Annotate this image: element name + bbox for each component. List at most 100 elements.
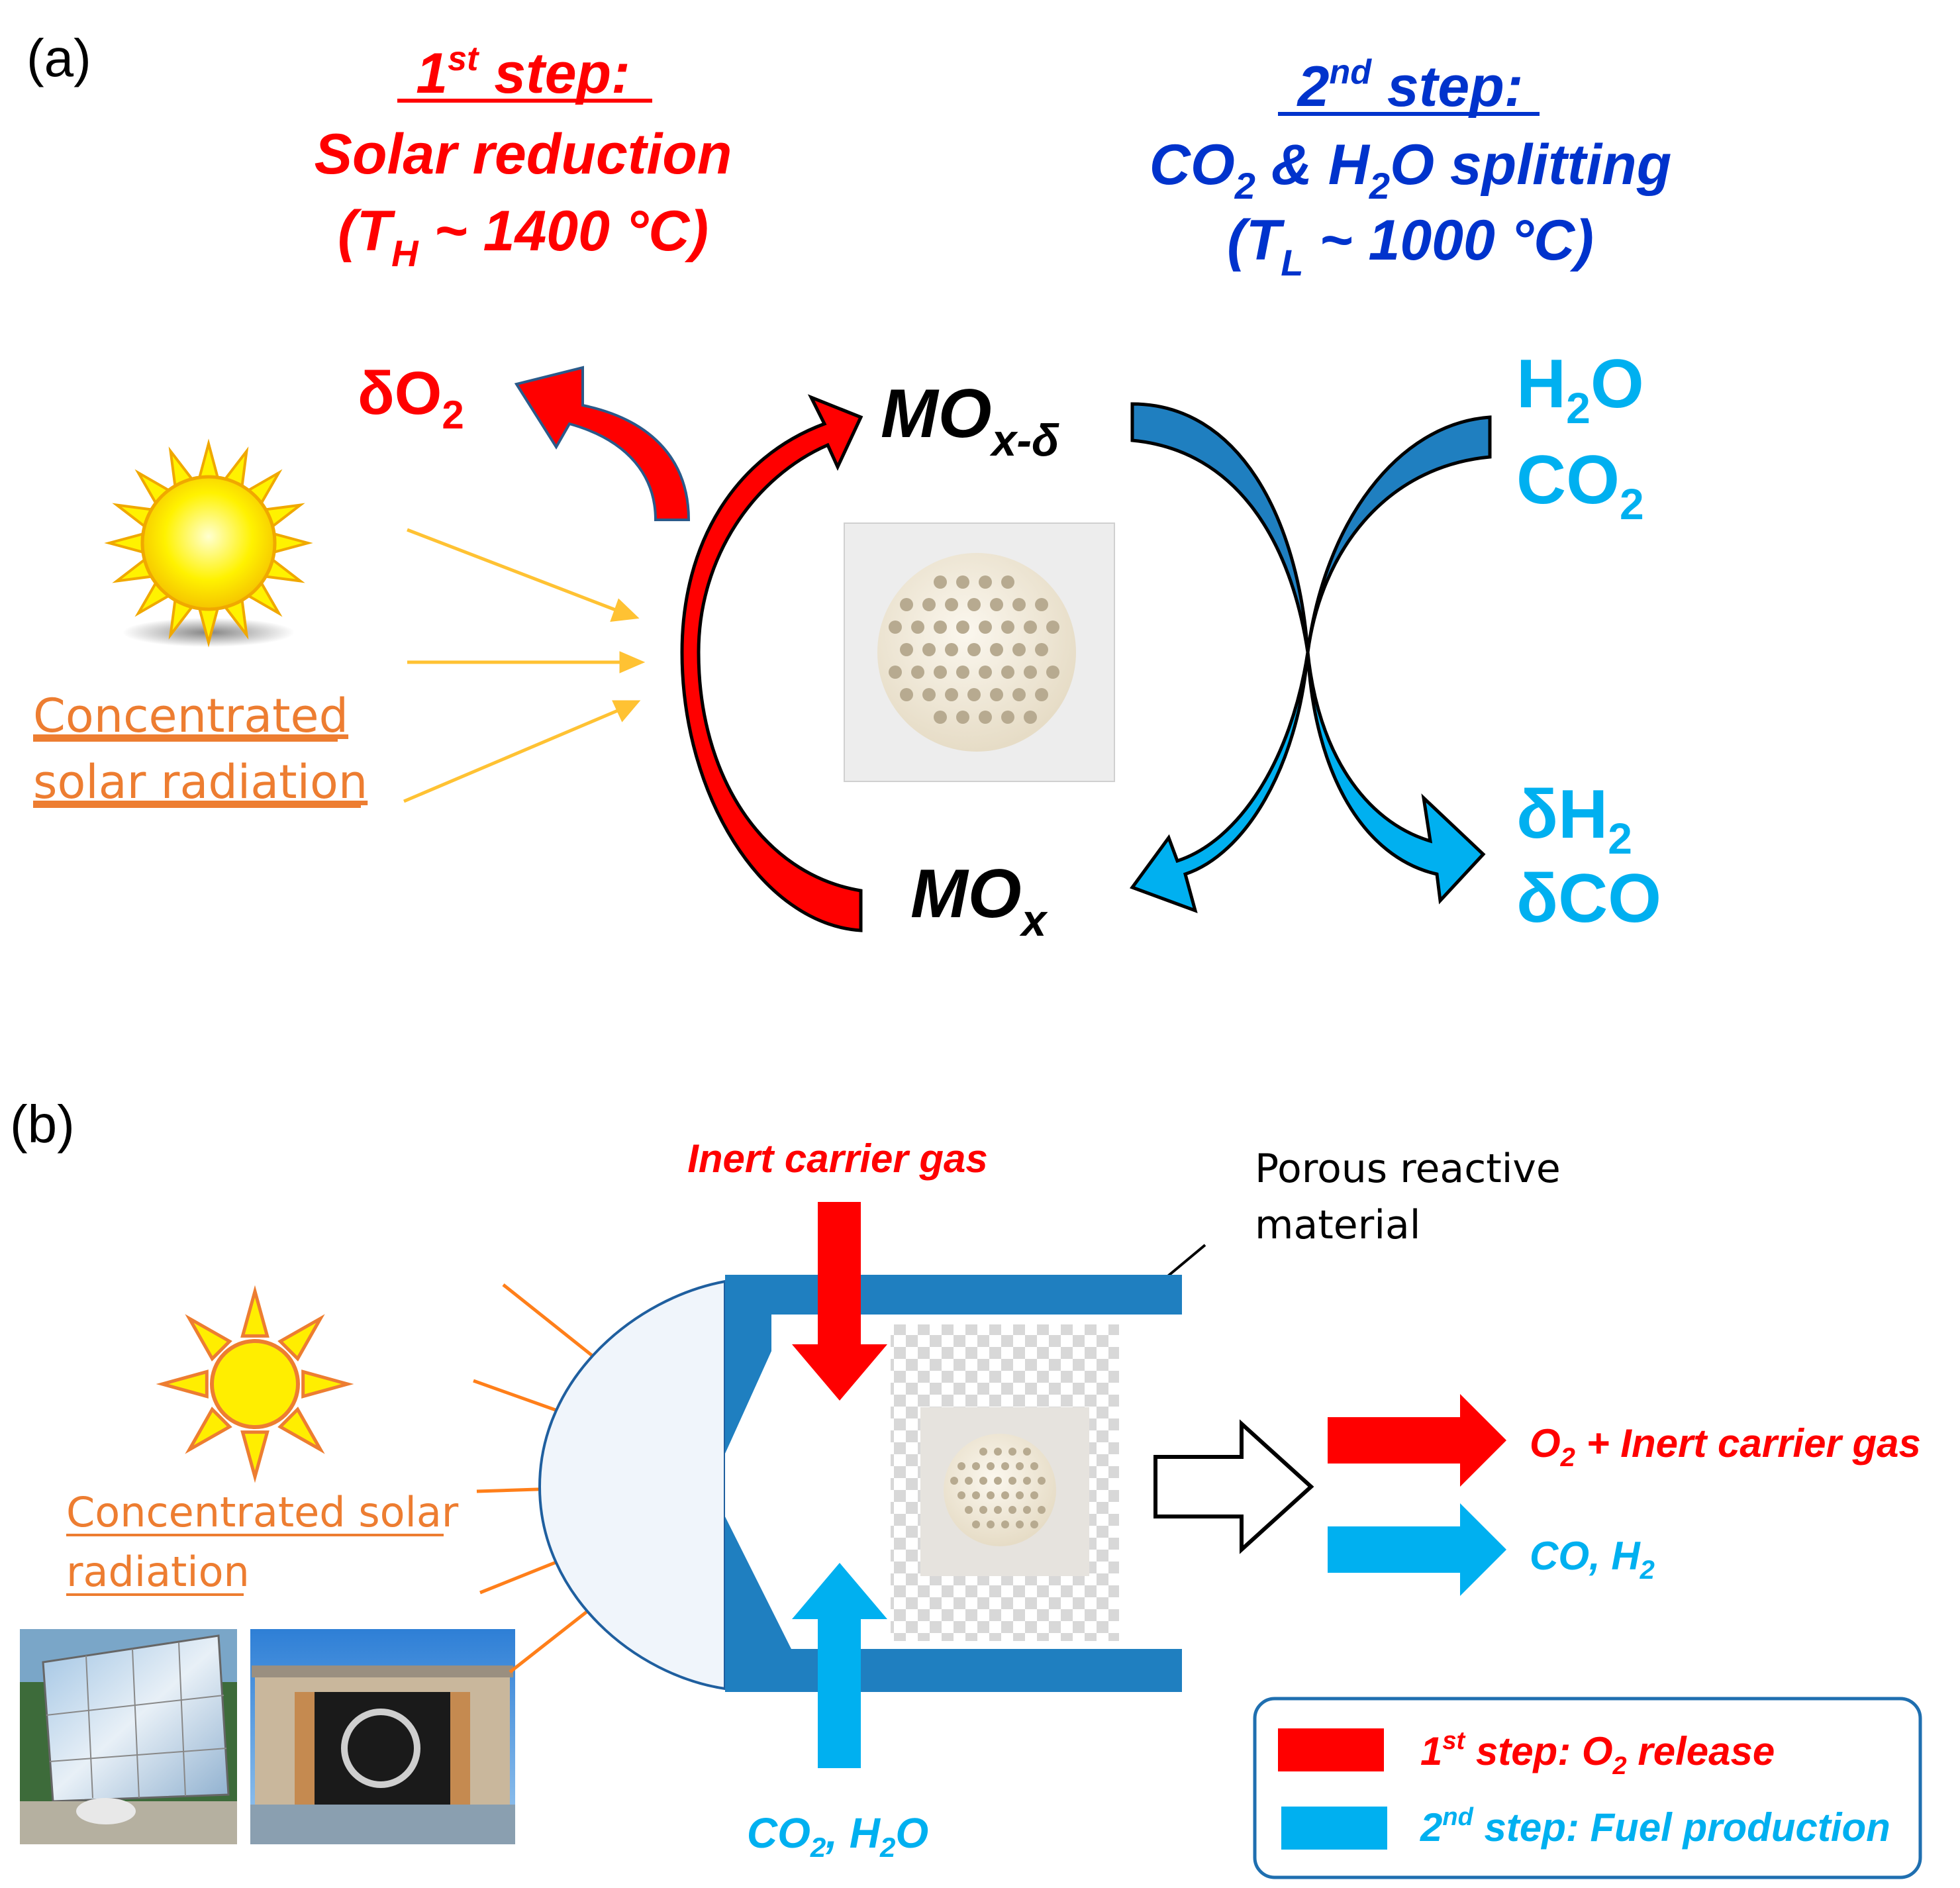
foam-pore <box>1012 643 1026 656</box>
foam-pore <box>967 643 981 656</box>
foam-pore <box>911 666 924 679</box>
product-h2-sub: 2 <box>1608 814 1632 863</box>
foam-pore <box>967 598 981 611</box>
solar-rays-a <box>403 528 646 803</box>
foam-pore <box>934 575 947 589</box>
inlet-reactants-label: CO2, H2O <box>747 1809 928 1863</box>
step2-line2-b-sub: 2 <box>1369 165 1390 207</box>
panel-b-label: (b) <box>10 1095 75 1154</box>
foam-pore <box>900 688 913 701</box>
foam-pore <box>934 711 947 724</box>
foam-pore <box>994 1477 1002 1485</box>
foam-pore <box>990 598 1003 611</box>
solar-label-a: Concentrated solar radiation <box>33 689 368 809</box>
foam-pore <box>1008 1506 1016 1514</box>
foam-pore <box>979 711 992 724</box>
o2-outlet-pre: O <box>1530 1421 1561 1466</box>
products-arrow <box>1306 652 1486 905</box>
solar-label-a-line1: Concentrated <box>33 689 348 743</box>
inlet-c: O <box>895 1809 928 1857</box>
product-h2-pre: δH <box>1516 776 1608 853</box>
legend: 1st step: O2 release 2nd step: Fuel prod… <box>1253 1697 1922 1879</box>
foam-pore <box>1046 621 1059 634</box>
sun-icon-b <box>156 1285 354 1483</box>
legend-blue-label: 2nd step: Fuel production <box>1420 1803 1890 1850</box>
porous-sample-photo-a <box>844 522 1115 782</box>
foam-pore <box>972 1491 980 1499</box>
foam-pore <box>922 688 936 701</box>
foam-pore <box>987 1462 995 1470</box>
reduced-oxide-main: MO <box>881 375 992 452</box>
reactant-h2o-sub: 2 <box>1566 383 1591 432</box>
foam-pore <box>1023 1477 1031 1485</box>
inert-gas-label: Inert carrier gas <box>687 1136 988 1181</box>
step2-line3-sub: L <box>1281 242 1303 283</box>
foam-pore <box>1008 1448 1016 1456</box>
foam-pore <box>965 1506 973 1514</box>
foam-pore <box>1008 1477 1016 1485</box>
foam-pore <box>1024 666 1037 679</box>
svg-text:CO2: CO2 <box>1516 442 1644 528</box>
solar-label-b-line2: radiation <box>66 1548 250 1596</box>
porous-sample-photo-b <box>920 1407 1089 1576</box>
foam-pore <box>945 598 958 611</box>
panel-a-label: (a) <box>26 28 91 87</box>
inert-gas-inlet-arrow <box>792 1202 887 1401</box>
foam-pore <box>956 575 969 589</box>
foam-pore <box>1038 1477 1046 1485</box>
foam-pore <box>1001 1491 1009 1499</box>
foam-pore <box>1001 711 1014 724</box>
step1-heading: 1st step: Solar reduction (TH ~ 1400 °C) <box>315 40 732 274</box>
o2-outlet-post: + Inert carrier gas <box>1575 1421 1921 1466</box>
legend-red-post: release <box>1627 1729 1775 1773</box>
foam-pore <box>889 621 902 634</box>
foam-pore <box>1046 666 1059 679</box>
foam-pore <box>1016 1462 1024 1470</box>
foam-pore <box>1030 1462 1038 1470</box>
step2-heading: 2nd step: CO2 & H2O splitting (TL ~ 1000… <box>1150 53 1671 283</box>
reactant-h2o-post: O <box>1591 346 1644 422</box>
foam-pore <box>889 666 902 679</box>
foam-pore <box>1001 1462 1009 1470</box>
foam-pore <box>979 1448 987 1456</box>
svg-text:H2O: H2O <box>1516 346 1644 432</box>
foam-pore <box>1001 621 1014 634</box>
step2-line3-post: ~ 1000 °C) <box>1304 209 1594 272</box>
legend-blue-text: step: Fuel production <box>1473 1805 1890 1850</box>
o2-release-pre: δO <box>358 360 442 427</box>
legend-red-num: 1 <box>1420 1729 1442 1773</box>
step2-line2-c: O splitting <box>1390 133 1671 197</box>
heliostat-photo <box>20 1629 237 1844</box>
foam-pore <box>990 688 1003 701</box>
foam-pore <box>987 1491 995 1499</box>
legend-blue-num: 2 <box>1420 1805 1442 1850</box>
foam-pore <box>922 643 936 656</box>
inlet-b: , H <box>825 1809 881 1857</box>
svg-text:1st step:: 1st step: <box>416 40 630 105</box>
sun-icon <box>104 438 313 648</box>
quartz-window <box>538 1279 726 1691</box>
oxide-label: MOx <box>910 856 1049 946</box>
legend-red-sub: 2 <box>1612 1752 1627 1780</box>
foam-pore <box>1035 598 1048 611</box>
foam-pore <box>1038 1506 1046 1514</box>
o2-release-label: δO2 <box>358 360 464 437</box>
reactor-outlet-arrow <box>1153 1419 1314 1554</box>
foam-pore <box>994 1448 1002 1456</box>
foam-pore <box>1030 1491 1038 1499</box>
porous-label-line1: Porous reactive <box>1255 1146 1561 1192</box>
foam-pore <box>957 1491 965 1499</box>
sun-ray <box>156 1369 209 1399</box>
sun-ray <box>301 1369 354 1399</box>
o2-outlet-label: O2 + Inert carrier gas <box>1530 1421 1921 1472</box>
step1-title-num: 1 <box>416 42 448 105</box>
step1-line3-post: ~ 1400 °C) <box>418 199 709 263</box>
reactor-building-photo <box>250 1629 515 1844</box>
foam-pore <box>1016 1491 1024 1499</box>
foam-pore <box>979 1506 987 1514</box>
o2-outlet-sub: 2 <box>1560 1443 1575 1472</box>
foam-pore <box>956 621 969 634</box>
fuel-outlet-arrow <box>1328 1503 1506 1596</box>
product-co: δCO <box>1516 860 1661 937</box>
